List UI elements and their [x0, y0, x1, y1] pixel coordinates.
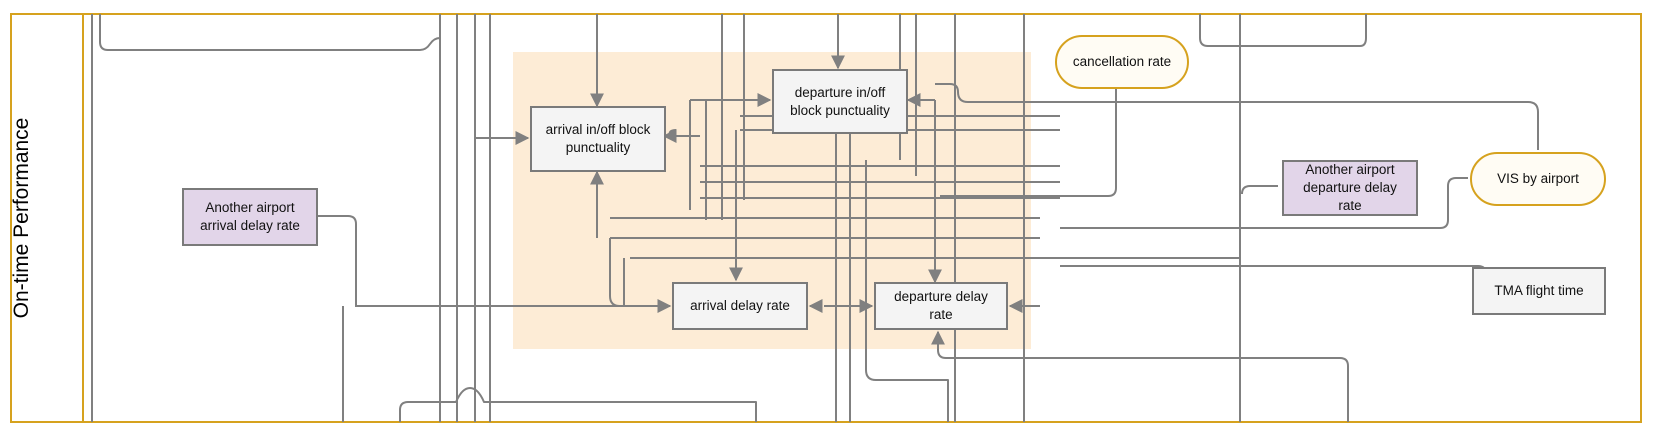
- tma-flight-time-node[interactable]: TMA flight time: [1472, 267, 1606, 315]
- other-airport-arrival-delay-node[interactable]: Another airport arrival delay rate: [182, 188, 318, 246]
- departure-delay-rate-node[interactable]: departure delay rate: [874, 282, 1008, 330]
- cancellation-rate-node[interactable]: cancellation rate: [1055, 35, 1189, 89]
- lane-frame: [10, 13, 1642, 423]
- vis-by-airport-node[interactable]: VIS by airport: [1470, 152, 1606, 206]
- lane-label: On-time Performance: [10, 117, 33, 319]
- departure-block-punctuality-node[interactable]: departure in/off block punctuality: [772, 69, 908, 134]
- arrival-block-punctuality-node[interactable]: arrival in/off block punctuality: [530, 106, 666, 172]
- other-airport-departure-delay-node[interactable]: Another airport departure delay rate: [1282, 160, 1418, 216]
- arrival-delay-rate-node[interactable]: arrival delay rate: [672, 282, 808, 330]
